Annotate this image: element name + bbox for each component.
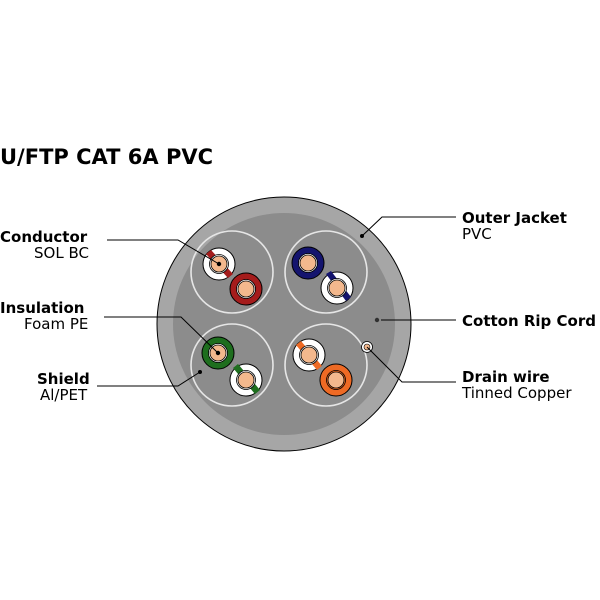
diagram-title: U/FTP CAT 6A PVC xyxy=(0,145,213,169)
outer-jacket-detail: PVC xyxy=(462,225,492,243)
rip-cord-label: Cotton Rip Cord xyxy=(462,312,596,330)
outer-jacket-leader xyxy=(362,217,456,236)
insulation-detail: Foam PE xyxy=(24,315,88,333)
rip-cord xyxy=(375,318,379,322)
drain-wire-detail: Tinned Copper xyxy=(461,384,572,402)
shield-detail: Al/PET xyxy=(40,386,88,404)
conductor-detail: SOL BC xyxy=(34,244,89,262)
inner-core xyxy=(173,213,395,435)
